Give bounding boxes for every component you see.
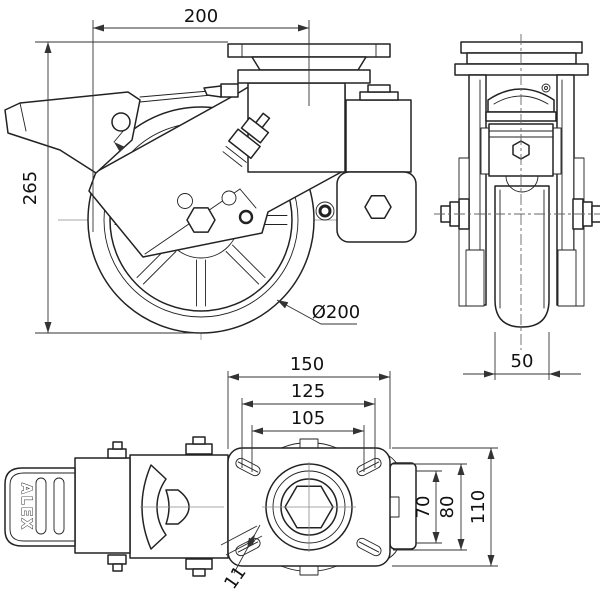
rivet [238, 209, 254, 225]
grease-fitting [220, 83, 239, 98]
side-top-plate [454, 41, 589, 76]
top-right-details [380, 451, 417, 563]
dim-label-plate-length: 150 [290, 354, 324, 375]
dimension-tread-width: 50 [463, 332, 581, 380]
lever-direction-arrow [114, 142, 125, 152]
axle-plate [177, 171, 417, 243]
dimension-bolt-spacing-v-narrow: 70 [413, 470, 442, 544]
dim-label-bolt-spacing-wide: 125 [291, 381, 325, 402]
arm-hole [221, 190, 237, 206]
pedal-groove [53, 477, 65, 535]
side-wheel [494, 185, 550, 328]
hub-hex-nut [186, 207, 216, 233]
dimension-front-width: 200 [92, 6, 310, 232]
arm-hole [177, 193, 193, 209]
front-view: 200 265 Ø200 [4, 6, 417, 340]
dim-label-wheel-diameter: Ø200 [312, 302, 361, 323]
pedal-groove [35, 477, 47, 535]
top-yoke [129, 436, 229, 577]
fork-leg [247, 82, 412, 173]
brake-adjuster-bolts [222, 112, 271, 167]
dim-label-plate-width: 110 [468, 490, 489, 524]
dim-label-front-height: 265 [20, 171, 41, 205]
side-view: 50 [434, 34, 600, 380]
dim-label-bolt-spacing-narrow: 105 [291, 408, 325, 429]
axle-hex-bolt [364, 194, 392, 220]
dim-label-bolt-spacing-v-wide: 80 [437, 496, 458, 519]
top-centerlines [140, 462, 356, 552]
yoke-bolt [185, 558, 213, 570]
top-view: ALEX [4, 354, 498, 593]
dim-label-front-width: 200 [184, 6, 218, 27]
side-centerlines [434, 34, 600, 350]
brake-pedal-lever [4, 88, 233, 174]
dimension-bolt-spacing-narrow: 105 [251, 408, 365, 472]
dimension-plate-width: 110 [392, 447, 498, 567]
top-brake-pedal: ALEX [4, 441, 131, 572]
dim-label-tread-width: 50 [511, 351, 534, 372]
plate-slot-bottom-right [356, 537, 382, 557]
brand-label: ALEX [18, 483, 34, 531]
dim-label-bolt-spacing-v-narrow: 70 [413, 496, 434, 519]
dimension-plate-length: 150 [227, 354, 391, 449]
dimension-front-height: 265 [20, 41, 228, 334]
dimension-bolt-spacing-v-wide: 80 [393, 463, 467, 551]
dimension-wheel-diameter: Ø200 [276, 299, 361, 325]
yoke-bolt [185, 443, 213, 455]
mounting-plate [140, 438, 391, 576]
side-fork-legs [458, 74, 585, 307]
dimension-bolt-spacing-wide: 125 [241, 381, 376, 468]
